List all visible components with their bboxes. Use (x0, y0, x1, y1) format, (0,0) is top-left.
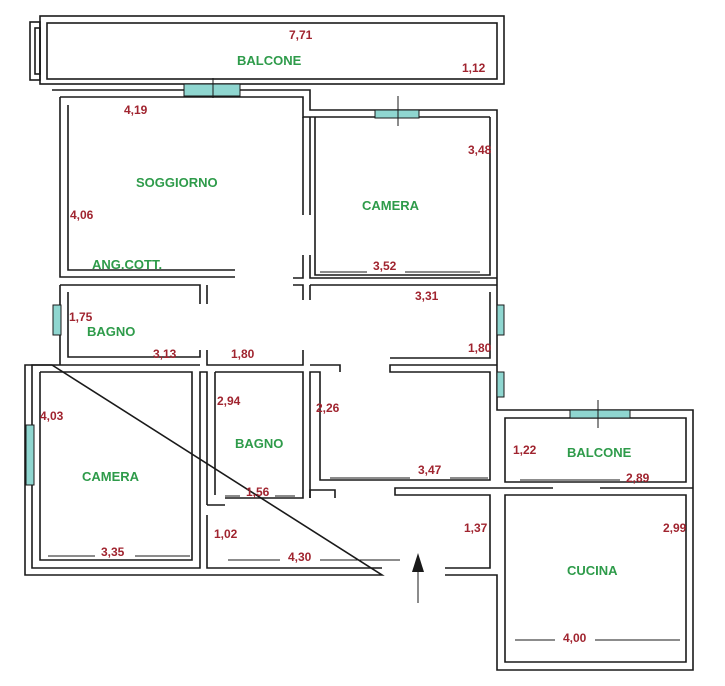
room-label-balcone-right: BALCONE (567, 445, 632, 460)
window-balcone-right (569, 409, 631, 419)
dim-4-03: 4,03 (40, 409, 64, 423)
walls (24, 15, 694, 671)
bagno-mid (215, 371, 304, 499)
entry-arrow-icon (412, 553, 424, 572)
camera-top-inner (314, 117, 491, 276)
dim-3-47: 3,47 (418, 463, 442, 477)
window-soggiorno (183, 83, 241, 97)
dim-1-02: 1,02 (214, 527, 238, 541)
balcone-top-inner (46, 22, 498, 80)
dim-1-37: 1,37 (464, 521, 488, 535)
corridor-bottom-right (394, 487, 497, 569)
room-label-camera-bottom: CAMERA (82, 469, 140, 484)
cucina-inner (504, 494, 687, 663)
dim-2-26: 2,26 (316, 401, 340, 415)
camera-bottom-inner (39, 371, 193, 561)
window-bagno-left (52, 304, 62, 336)
dim-1-80-a: 1,80 (231, 347, 255, 361)
dim-4-19: 4,19 (124, 103, 148, 117)
dim-4-00: 4,00 (563, 631, 587, 645)
dim-2-89: 2,89 (626, 471, 650, 485)
dim-1-80-b: 1,80 (468, 341, 492, 355)
bagno-wall-mid (206, 350, 304, 366)
window-center-right (496, 304, 505, 336)
room-label-bagno-mid: BAGNO (235, 436, 283, 451)
dim-2-99: 2,99 (663, 521, 687, 535)
soggiorno-inner-left (59, 97, 235, 278)
room-labels: BALCONE SOGGIORNO ANG.COTT. CAMERA BAGNO… (82, 53, 632, 578)
dim-1-22: 1,22 (513, 443, 537, 457)
dim-3-13: 3,13 (153, 347, 177, 361)
room-center-inner-top (390, 292, 491, 359)
dim-7-71: 7,71 (289, 28, 313, 42)
room-center (309, 364, 497, 498)
corridor-top-left (293, 255, 304, 279)
dim-3-31: 3,31 (415, 289, 439, 303)
room-label-camera-top: CAMERA (362, 198, 420, 213)
room-label-balcone-top: BALCONE (237, 53, 302, 68)
balcone-edge-inner (34, 27, 41, 75)
corridor-bottom (206, 515, 382, 569)
outer-wall (24, 89, 694, 671)
bagno-left-top (60, 284, 201, 304)
dim-3-48: 3,48 (468, 143, 492, 157)
corridor-node (293, 284, 304, 300)
dim-4-06: 4,06 (70, 208, 94, 222)
window-camera-top (374, 109, 420, 119)
dim-3-35: 3,35 (101, 545, 125, 559)
dim-1-12: 1,12 (462, 61, 486, 75)
dim-3-52: 3,52 (373, 259, 397, 273)
room-label-soggiorno: SOGGIORNO (136, 175, 218, 190)
dim-1-56: 1,56 (246, 485, 270, 499)
dimension-lines (48, 78, 680, 641)
room-label-cucina: CUCINA (567, 563, 618, 578)
center-door (309, 489, 336, 498)
room-label-ang-cott: ANG.COTT. (92, 257, 162, 272)
balcone-top-outer (39, 15, 505, 85)
room-center-top (310, 364, 341, 372)
dim-1-75: 1,75 (69, 310, 93, 324)
room-label-bagno-left: BAGNO (87, 324, 135, 339)
dim-2-94: 2,94 (217, 394, 241, 408)
camera-bottom (31, 364, 208, 569)
window-center-right-2 (496, 371, 505, 398)
window-camera-bottom (25, 424, 35, 486)
dimension-labels: 7,71 1,12 4,19 3,48 4,06 3,52 3,31 1,75 … (40, 28, 687, 645)
camera-top-bottom (309, 255, 497, 279)
windows (25, 83, 631, 486)
dim-4-30: 4,30 (288, 550, 312, 564)
soggiorno-inner (67, 105, 235, 271)
